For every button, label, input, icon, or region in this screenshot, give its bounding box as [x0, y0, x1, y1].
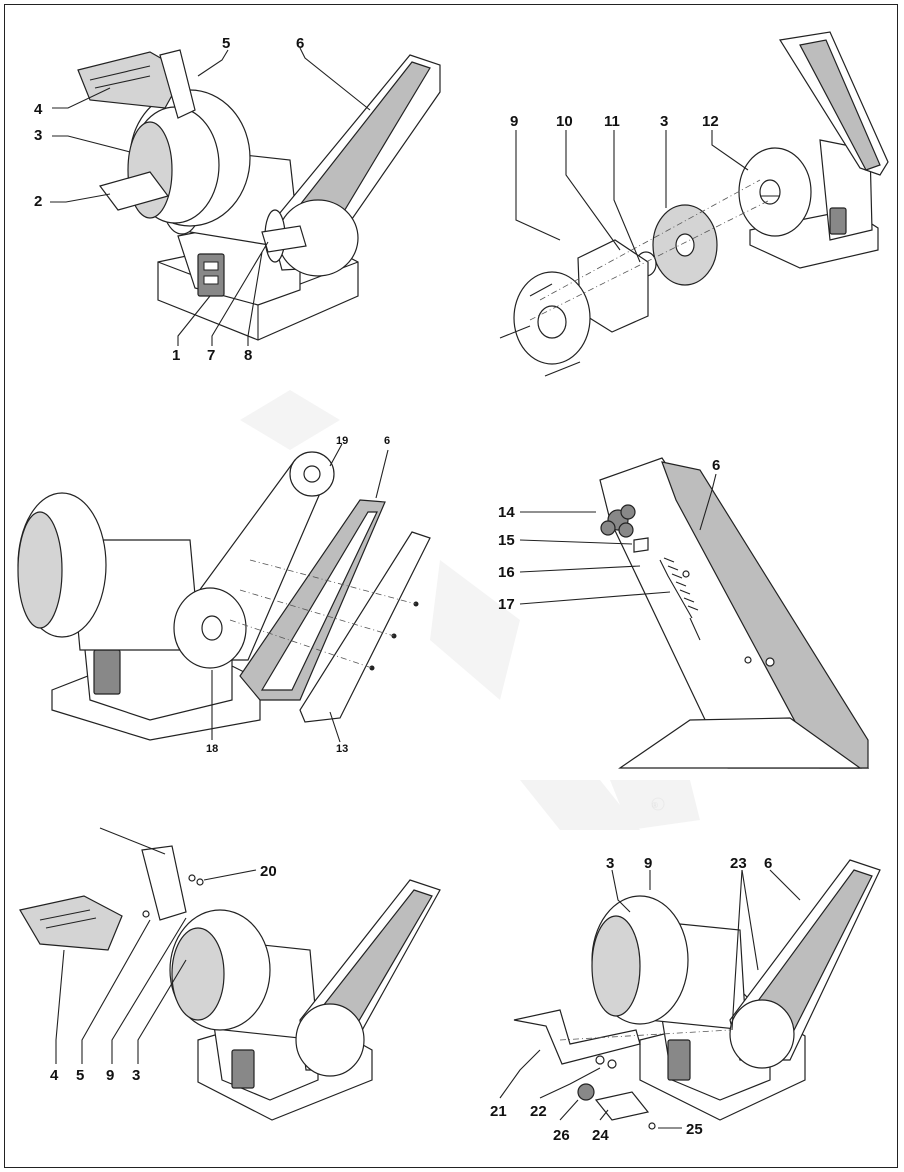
lock-knob-icon: [577, 1083, 595, 1101]
tension-knob-icon: [600, 504, 636, 538]
label-7: 7: [207, 347, 215, 364]
label-18: 18: [206, 743, 218, 755]
panel-4-belt-tension: 6 14 15 16 17: [498, 457, 870, 769]
label-5: 5: [76, 1067, 84, 1084]
label-12: 12: [702, 113, 719, 130]
label-19: 19: [336, 435, 348, 447]
label-6: 6: [712, 457, 720, 474]
label-25: 25: [686, 1121, 703, 1138]
page-frame: [4, 4, 898, 1168]
panel-2-wheel-guard-exploded: 9 10 11 3 12: [499, 31, 889, 377]
registered-mark: ®: [652, 801, 658, 810]
label-15: 15: [498, 532, 515, 549]
label-17: 17: [498, 596, 515, 613]
panel-6-belt-rest-exploded: 3 9 23 6 21 22 26 24 25: [490, 855, 881, 1144]
label-22: 22: [530, 1103, 547, 1120]
label-23: 23: [730, 855, 747, 872]
label-6: 6: [764, 855, 772, 872]
switch-icon: [829, 207, 847, 235]
label-21: 21: [490, 1103, 507, 1120]
switch-icon: [231, 1049, 255, 1089]
label-3: 3: [606, 855, 614, 872]
switch-icon: [667, 1039, 691, 1081]
label-9: 9: [644, 855, 652, 872]
label-11: 11: [604, 113, 620, 130]
label-6: 6: [384, 435, 390, 447]
label-14: 14: [498, 504, 515, 521]
label-3: 3: [660, 113, 668, 130]
label-20: 20: [260, 863, 277, 880]
label-24: 24: [592, 1127, 609, 1144]
label-4: 4: [50, 1067, 59, 1084]
label-2: 2: [34, 193, 42, 210]
label-3: 3: [132, 1067, 140, 1084]
switch-icon: [93, 649, 121, 695]
label-13: 13: [336, 743, 348, 755]
label-16: 16: [498, 564, 515, 581]
panel-1-assembled-grinder: 5 6 4 3 2 1 7 8: [34, 35, 441, 364]
label-26: 26: [553, 1127, 570, 1144]
label-8: 8: [244, 347, 252, 364]
sanding-belt: [661, 461, 869, 769]
label-9: 9: [510, 113, 518, 130]
on-off-switch-icon: [197, 253, 225, 297]
label-6: 6: [296, 35, 304, 52]
panel-5-eye-shield-exploded: 20 4 5 9 3: [19, 827, 441, 1121]
label-5: 5: [222, 35, 230, 52]
panel-3-belt-replacement: 19 6 18 13: [17, 435, 431, 755]
watermark-logo: ®: [240, 390, 700, 830]
label-10: 10: [556, 113, 573, 130]
label-1: 1: [172, 347, 180, 364]
label-9: 9: [106, 1067, 114, 1084]
label-4: 4: [34, 101, 43, 118]
label-3: 3: [34, 127, 42, 144]
